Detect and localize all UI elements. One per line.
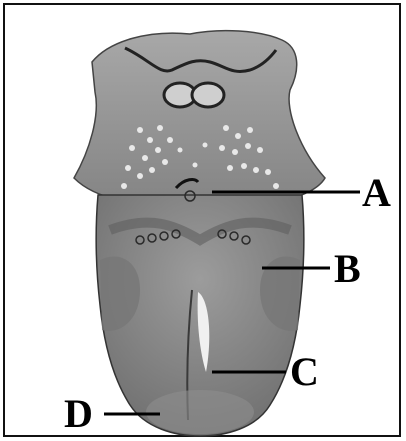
label-d: D [64, 394, 93, 434]
vallecula-right [192, 83, 224, 107]
label-b: B [334, 249, 361, 289]
label-a: A [362, 173, 391, 213]
label-c: C [290, 352, 319, 392]
tongue-tip [146, 390, 254, 434]
tongue-root [74, 31, 325, 200]
